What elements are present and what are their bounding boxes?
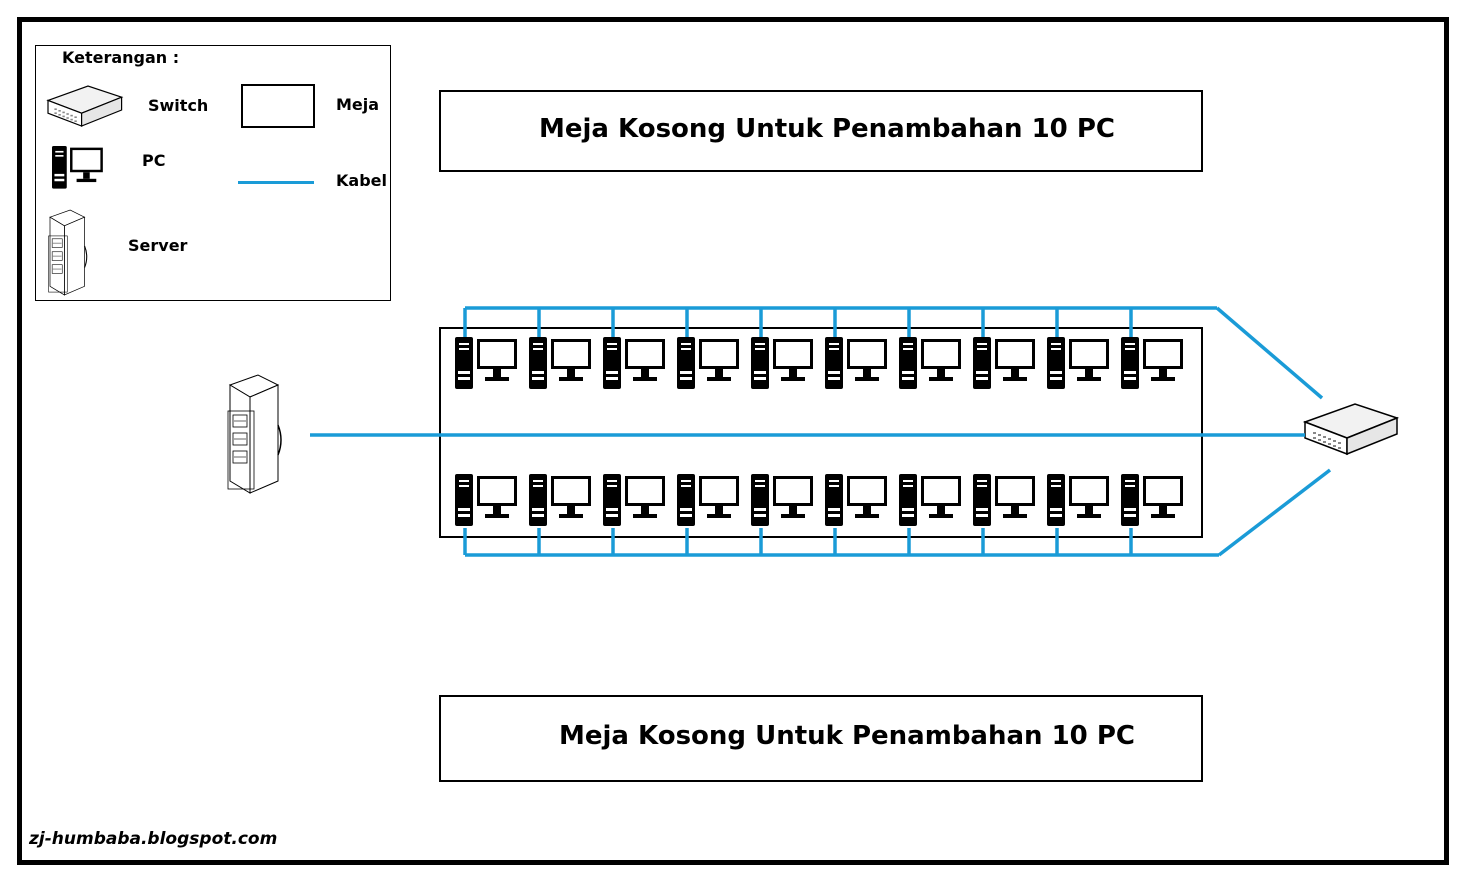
pc-bottom-2 (529, 474, 591, 526)
pc-bottom-8 (973, 474, 1035, 526)
pc-bottom-1 (455, 474, 517, 526)
empty-table-bottom: Meja Kosong Untuk Penambahan 10 PC (439, 695, 1203, 782)
legend-title: Keterangan : (62, 48, 180, 67)
legend-label-switch: Switch (148, 96, 209, 115)
pc-top-1 (455, 337, 517, 389)
credit-text: zj-humbaba.blogspot.com (29, 829, 278, 849)
bottom-row-pcs (455, 474, 1183, 526)
switch (1304, 403, 1398, 455)
legend-label-meja: Meja (336, 95, 380, 114)
pc-top-3 (603, 337, 665, 389)
pc-bottom-3 (603, 474, 665, 526)
bottom-row-cables (463, 468, 1332, 557)
pc-bottom-9 (1047, 474, 1109, 526)
pc-bottom-7 (899, 474, 961, 526)
server (227, 374, 282, 494)
top-row-cables (463, 306, 1324, 400)
cable-icon (238, 181, 314, 184)
pc-top-9 (1047, 337, 1109, 389)
pc-top-2 (529, 337, 591, 389)
pc-bottom-4 (677, 474, 739, 526)
pc-icon (52, 146, 103, 189)
legend-label-server: Server (128, 236, 188, 255)
legend-label-kabel: Kabel (336, 171, 387, 190)
pc-bottom-5 (751, 474, 813, 526)
legend-label-pc: PC (142, 151, 166, 170)
bottom-uplink-cable (1217, 468, 1332, 557)
pc-top-7 (899, 337, 961, 389)
top-row-pcs (455, 337, 1183, 389)
pc-top-8 (973, 337, 1035, 389)
pc-bottom-10 (1121, 474, 1183, 526)
top-uplink-cable (1215, 306, 1324, 400)
empty-table-top: Meja Kosong Untuk Penambahan 10 PC (439, 90, 1203, 172)
pc-top-6 (825, 337, 887, 389)
empty-table-bottom-label: Meja Kosong Untuk Penambahan 10 PC (559, 721, 1135, 751)
server-icon (48, 209, 88, 296)
pc-top-5 (751, 337, 813, 389)
pc-bottom-6 (825, 474, 887, 526)
pc-top-4 (677, 337, 739, 389)
table-icon (241, 84, 315, 128)
switch-icon (47, 85, 123, 127)
empty-table-top-label: Meja Kosong Untuk Penambahan 10 PC (539, 114, 1115, 144)
pc-top-10 (1121, 337, 1183, 389)
